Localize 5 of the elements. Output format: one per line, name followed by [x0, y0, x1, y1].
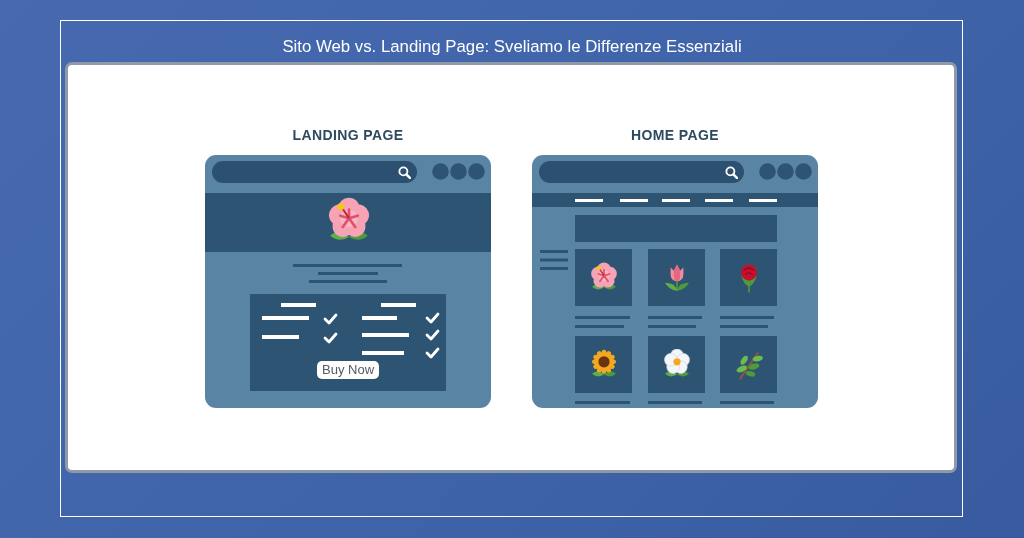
page-title: Sito Web vs. Landing Page: Sveliamo le Differenze Essenziali	[282, 37, 742, 57]
section-heading: HOME PAGE	[630, 126, 720, 145]
section-heading: LANDING PAGE	[292, 126, 404, 145]
buy-now-button: Buy Now	[317, 361, 380, 379]
banner-block	[575, 215, 777, 242]
